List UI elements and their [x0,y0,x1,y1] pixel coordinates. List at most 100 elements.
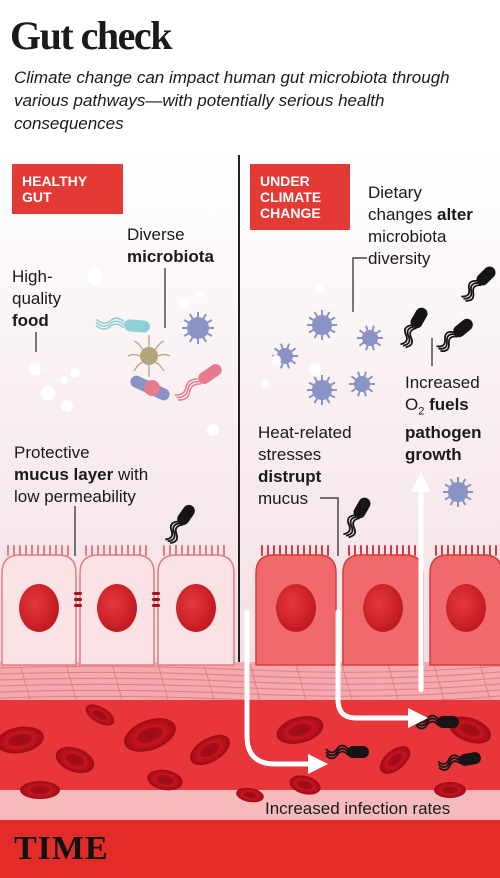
tissue-fiber [157,663,169,701]
stressed-epithelial-cell [429,545,500,666]
pathogen-flagellum [465,284,482,302]
pathogen-bacterium [325,744,369,760]
badge-climate-line2: CLIMATE [260,189,322,205]
label-o2-sub: 2 [418,405,425,418]
pathogen-body [437,716,459,728]
spiky-bacterium [307,375,337,405]
label-o2-line1: Increased [405,373,480,392]
pathogen-flagellum [169,524,183,544]
tight-junction [152,604,160,607]
nutrient-bubble [61,400,73,412]
pathogen-flagellum [325,747,349,757]
nutrient-bubble [60,376,68,384]
label-o2-line4: growth [405,445,462,465]
rbc-center [297,780,313,790]
pathogen-flagellum [402,325,415,347]
label-mucus-post: with [113,465,149,484]
label-protective-mucus: Protective mucus layer with low permeabi… [14,442,148,508]
pathogen-bacterium [400,307,428,349]
red-blood-cell [379,746,411,774]
leader-diet [352,257,367,312]
pathogen-flagellum [438,760,462,771]
bacterium-flagellum [95,320,125,327]
label-diet-pre: changes [368,205,437,224]
label-infection-rates: Increased infection rates [265,799,451,818]
red-blood-cell [448,716,492,744]
label-heat-bold: distrupt [258,467,322,486]
pathogen-flagellum [463,282,479,300]
nutrient-bubble [87,269,103,285]
bacterium-body [124,319,150,333]
leader-heat [320,497,339,556]
nutrient-bubble [29,363,41,375]
pathogen-flagellum [437,757,461,768]
brand-logo: TIME [14,830,109,867]
label-mucus-bold: mucus layer [14,465,114,484]
bacterium-body [354,376,370,392]
pathogen-body [459,752,481,766]
label-o2-line3: pathogen [405,423,482,443]
tissue-fiber [295,663,307,701]
nutrient-bubble [207,424,219,436]
label-food-line1: High- [12,267,53,286]
spiky-bacterium [443,477,473,507]
pathogen-flagellum [438,333,456,350]
pathogen-flagellum [348,517,360,539]
badge-healthy-line1: HEALTHY [22,173,88,189]
bacterium-flagellum [95,317,125,324]
page-subtitle: Climate change can impact human gut micr… [14,68,450,133]
bacterium-body [312,380,332,400]
bacterium-body [312,315,332,335]
pathogen-flagellum [400,324,412,346]
tissue-fiber [433,663,445,701]
red-blood-cell [55,746,95,774]
bacterium-body [187,317,209,339]
rbc-center [137,727,163,743]
red-blood-cell [0,726,44,754]
nutrient-bubble [309,364,321,376]
label-food-bold: food [12,311,49,330]
pathogen-flagellum [343,514,355,536]
rbc-center [387,753,403,767]
bacterium-flagellum [176,380,200,399]
badge-under-climate-change: UNDER CLIMATE CHANGE [250,164,350,230]
pathogen-body [476,266,496,286]
tight-junction [152,598,160,601]
nutrient-bubble [207,206,217,216]
round-bacterium [127,335,171,377]
pathogen-flagellum [437,754,461,765]
badge-healthy-gut: HEALTHY GUT [12,164,123,214]
tissue-fiber [0,677,500,685]
stressed-epithelial-cell [342,545,424,666]
rod-bacterium [174,363,222,401]
rod-bacterium [95,317,150,333]
rbc-center [8,733,32,747]
rbc-center [30,785,50,795]
nutrient-bubble [41,386,55,400]
arrow-infection-2 [335,609,428,728]
bacterium-flagellum [133,340,144,350]
label-o2-bold: fuels [424,395,469,414]
pathogen-flagellum [440,335,458,352]
rbc-center [243,791,257,799]
pathogen-flagellum [405,327,417,349]
rbc-center [92,709,108,721]
nutrient-bubble [261,380,269,388]
pathogen-bacterium [461,266,496,302]
red-blood-cell [147,769,183,791]
label-heat-line1: Heat-related [258,423,352,442]
cell-nucleus [446,584,486,632]
tight-junction [74,598,82,601]
arrow-infection-1 [244,609,328,774]
red-blood-cell [20,781,60,799]
rbc-center [288,723,312,737]
rbc-center [156,775,174,785]
label-microbiota-bold: microbiota [127,247,214,266]
rbc-center [65,753,85,767]
pathogen-body [410,307,428,329]
tight-junction [74,604,82,607]
label-food-line2: quality [12,289,62,308]
pathogen-flagellum [345,515,358,537]
